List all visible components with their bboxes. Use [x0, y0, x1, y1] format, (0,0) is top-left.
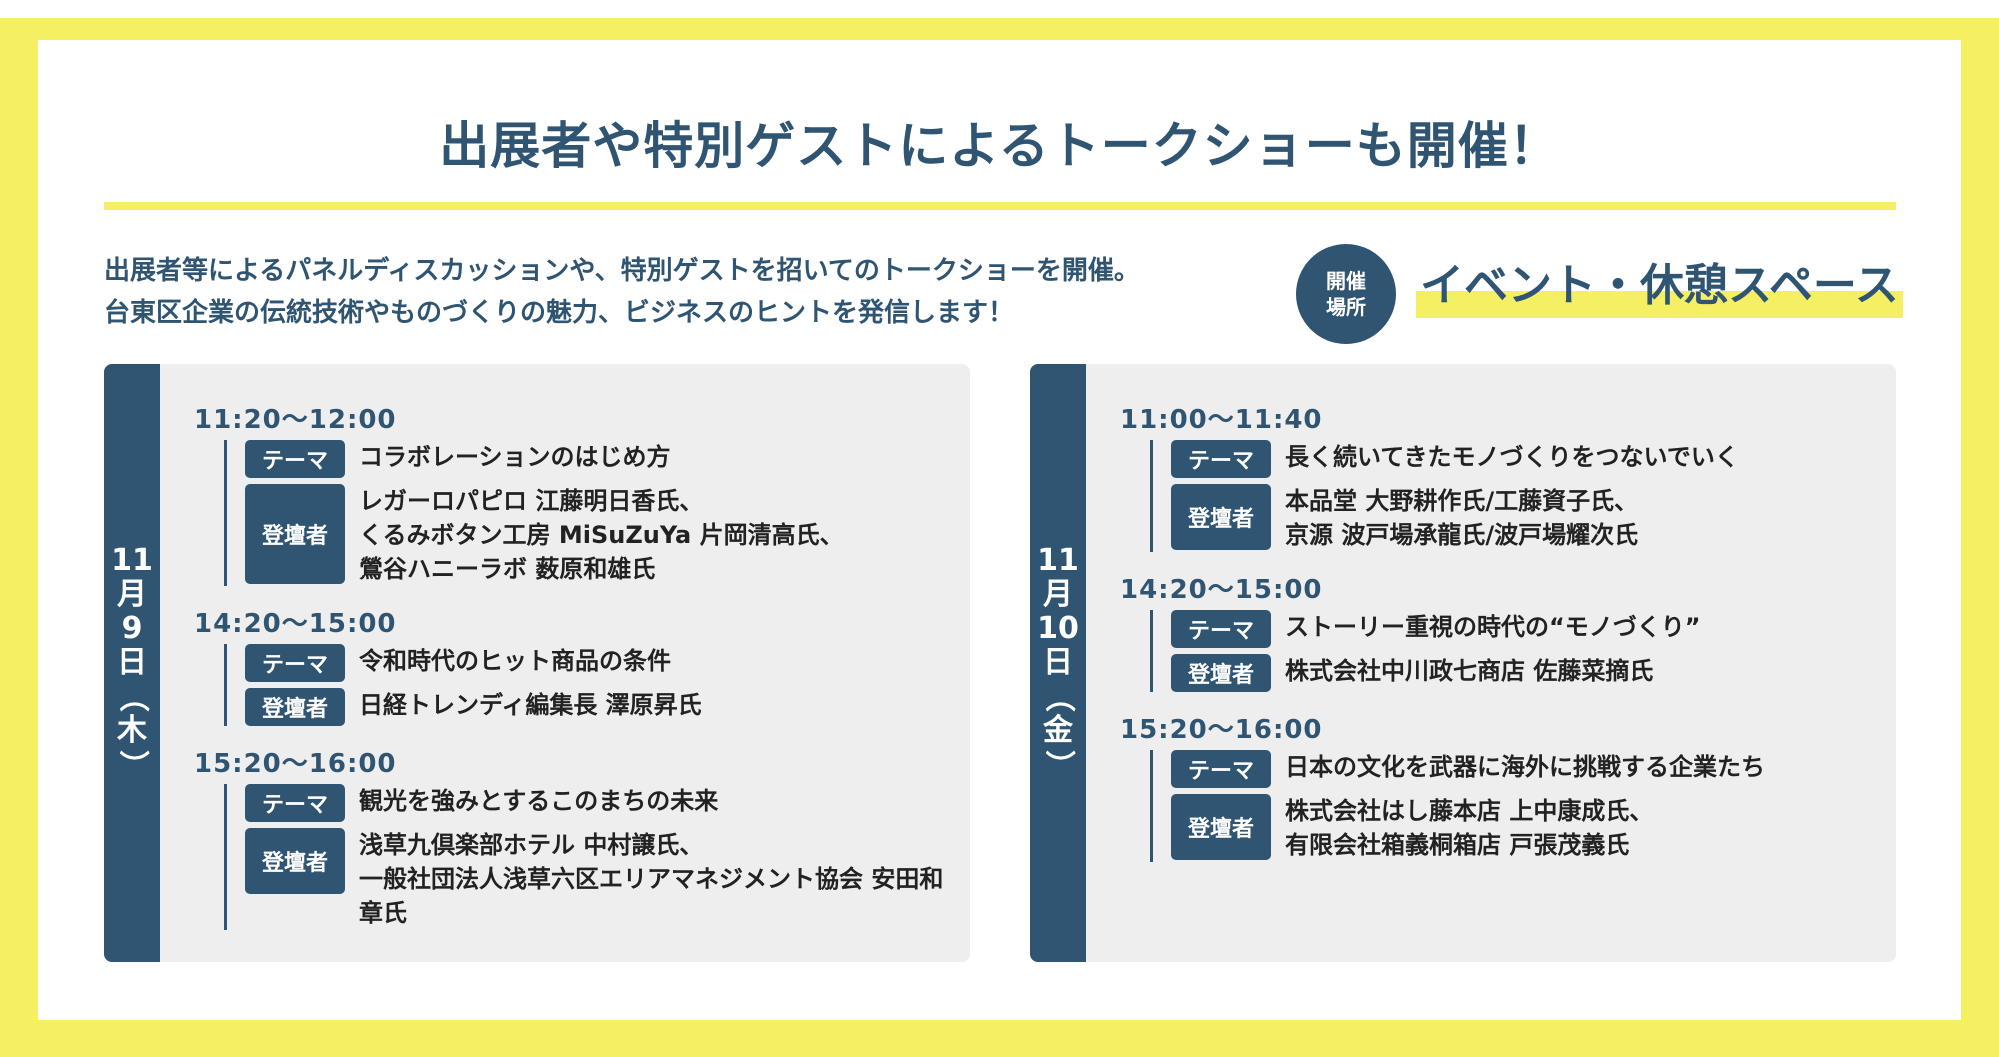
date-char: 日: [117, 645, 147, 680]
date-char: 日: [1043, 645, 1073, 680]
session-time: 11:20～12:00: [194, 405, 397, 435]
session-details: テーマ ストーリー重視の時代の“モノづくり” 登壇者 株式会社中川政七商店 佐藤…: [1150, 610, 1876, 692]
theme-value: 令和時代のヒット商品の条件: [359, 647, 671, 675]
session: 14:20～15:00 テーマ ストーリー重視の時代の“モノづくり” 登壇者 株…: [1120, 570, 1876, 692]
venue-name: イベント・休憩スペース: [1416, 254, 1903, 318]
venue-badge-line-2: 場所: [1326, 295, 1366, 319]
theme-value: コラボレーションのはじめ方: [359, 443, 671, 471]
session-time: 15:20～16:00: [1120, 715, 1323, 745]
session: 11:20～12:00 テーマ コラボレーションのはじめ方 登壇者 レガーロパピ…: [194, 400, 950, 586]
speaker-value: 本品堂 大野耕作氏/工藤資子氏、 京源 波戸場承龍氏/波戸場耀次氏: [1285, 487, 1639, 549]
session-time: 11:00～11:40: [1120, 405, 1323, 435]
theme-value: 観光を強みとするこのまちの未来: [359, 787, 719, 815]
speaker-row: 登壇者 日経トレンディ編集長 澤原昇氏: [245, 688, 950, 726]
venue-badge: 開催 場所: [1296, 244, 1396, 344]
session-details: テーマ 観光を強みとするこのまちの未来 登壇者 浅草九倶楽部ホテル 中村譲氏、 …: [224, 784, 950, 930]
intro-line-2: 台東区企業の伝統技術やものづくりの魅力、ビジネスのヒントを発信します！: [104, 298, 1015, 328]
speaker-tag: 登壇者: [1171, 654, 1271, 692]
title-underline: [104, 202, 1896, 210]
session-details: テーマ 令和時代のヒット商品の条件 登壇者 日経トレンディ編集長 澤原昇氏: [224, 644, 950, 726]
speaker-value: 株式会社中川政七商店 佐藤菜摘氏: [1285, 657, 1654, 685]
speaker-row: 登壇者 レガーロパピロ 江藤明日香氏、 くるみボタン工房 MiSuZuYa 片岡…: [245, 484, 950, 586]
theme-row: テーマ ストーリー重視の時代の“モノづくり”: [1171, 610, 1876, 648]
theme-tag: テーマ: [1171, 750, 1271, 788]
date-char: ）: [115, 750, 150, 780]
intro-line-1: 出展者等によるパネルディスカッションや、特別ゲストを招いてのトークショーを開催。: [104, 256, 1140, 286]
speaker-row: 登壇者 本品堂 大野耕作氏/工藤資子氏、 京源 波戸場承龍氏/波戸場耀次氏: [1171, 484, 1876, 552]
speaker-row: 登壇者 株式会社中川政七商店 佐藤菜摘氏: [1171, 654, 1876, 692]
session-time: 15:20～16:00: [194, 749, 397, 779]
theme-tag: テーマ: [245, 644, 345, 682]
day-card-nov-9: 11 月 9 日 （ 木 ） 11:20～12:00 テーマ コラボレーションの…: [104, 364, 970, 962]
date-band: 11 月 9 日 （ 木 ）: [104, 364, 160, 962]
date-char: 11: [111, 543, 153, 578]
speaker-value: レガーロパピロ 江藤明日香氏、 くるみボタン工房 MiSuZuYa 片岡清高氏、…: [359, 487, 844, 583]
theme-tag: テーマ: [1171, 440, 1271, 478]
date-char: 金: [1043, 713, 1073, 748]
theme-row: テーマ 観光を強みとするこのまちの未来: [245, 784, 950, 822]
session: 14:20～15:00 テーマ 令和時代のヒット商品の条件 登壇者 日経トレンデ…: [194, 604, 950, 726]
theme-value: 日本の文化を武器に海外に挑戦する企業たち: [1285, 753, 1765, 781]
date-char: ）: [1041, 750, 1076, 780]
speaker-value: 株式会社はし藤本店 上中康成氏、 有限会社箱義桐箱店 戸張茂義氏: [1285, 797, 1654, 859]
session: 15:20～16:00 テーマ 日本の文化を武器に海外に挑戦する企業たち 登壇者…: [1120, 710, 1876, 862]
session-details: テーマ コラボレーションのはじめ方 登壇者 レガーロパピロ 江藤明日香氏、 くる…: [224, 440, 950, 586]
day-card-nov-10: 11 月 10 日 （ 金 ） 11:00～11:40 テーマ 長く続いてきたモ…: [1030, 364, 1896, 962]
date-char: 9: [121, 611, 143, 646]
session-list: 11:00～11:40 テーマ 長く続いてきたモノづくりをつないでいく 登壇者 …: [1120, 400, 1876, 880]
session-details: テーマ 日本の文化を武器に海外に挑戦する企業たち 登壇者 株式会社はし藤本店 上…: [1150, 750, 1876, 862]
session-list: 11:20～12:00 テーマ コラボレーションのはじめ方 登壇者 レガーロパピ…: [194, 400, 950, 948]
venue-badge-line-1: 開催: [1326, 269, 1366, 293]
speaker-tag: 登壇者: [245, 688, 345, 726]
theme-row: テーマ 長く続いてきたモノづくりをつないでいく: [1171, 440, 1876, 478]
theme-row: テーマ 日本の文化を武器に海外に挑戦する企業たち: [1171, 750, 1876, 788]
speaker-row: 登壇者 株式会社はし藤本店 上中康成氏、 有限会社箱義桐箱店 戸張茂義氏: [1171, 794, 1876, 862]
session-details: テーマ 長く続いてきたモノづくりをつないでいく 登壇者 本品堂 大野耕作氏/工藤…: [1150, 440, 1876, 552]
speaker-tag: 登壇者: [1171, 794, 1271, 860]
page-title: 出展者や特別ゲストによるトークショーも開催！: [439, 117, 1560, 175]
speaker-tag: 登壇者: [1171, 484, 1271, 550]
date-char: （: [1041, 682, 1076, 712]
speaker-value: 浅草九倶楽部ホテル 中村譲氏、 一般社団法人浅草六区エリアマネジメント協会 安田…: [359, 831, 944, 927]
date-char: 月: [117, 577, 147, 612]
session-time: 14:20～15:00: [1120, 575, 1323, 605]
theme-tag: テーマ: [1171, 610, 1271, 648]
date-char: 10: [1037, 611, 1079, 646]
theme-value: ストーリー重視の時代の“モノづくり”: [1285, 613, 1701, 641]
speaker-tag: 登壇者: [245, 484, 345, 584]
session: 11:00～11:40 テーマ 長く続いてきたモノづくりをつないでいく 登壇者 …: [1120, 400, 1876, 552]
date-char: 11: [1037, 543, 1079, 578]
date-band: 11 月 10 日 （ 金 ）: [1030, 364, 1086, 962]
theme-tag: テーマ: [245, 784, 345, 822]
theme-value: 長く続いてきたモノづくりをつないでいく: [1285, 443, 1739, 471]
theme-tag: テーマ: [245, 440, 345, 478]
intro-text: 出展者等によるパネルディスカッションや、特別ゲストを招いてのトークショーを開催。…: [104, 250, 1254, 334]
theme-row: テーマ コラボレーションのはじめ方: [245, 440, 950, 478]
date-char: 月: [1043, 577, 1073, 612]
speaker-row: 登壇者 浅草九倶楽部ホテル 中村譲氏、 一般社団法人浅草六区エリアマネジメント協…: [245, 828, 950, 930]
speaker-tag: 登壇者: [245, 828, 345, 894]
speaker-value: 日経トレンディ編集長 澤原昇氏: [359, 691, 702, 719]
date-char: （: [115, 682, 150, 712]
session-time: 14:20～15:00: [194, 609, 397, 639]
session: 15:20～16:00 テーマ 観光を強みとするこのまちの未来 登壇者 浅草九倶…: [194, 744, 950, 930]
theme-row: テーマ 令和時代のヒット商品の条件: [245, 644, 950, 682]
date-char: 木: [117, 713, 147, 748]
